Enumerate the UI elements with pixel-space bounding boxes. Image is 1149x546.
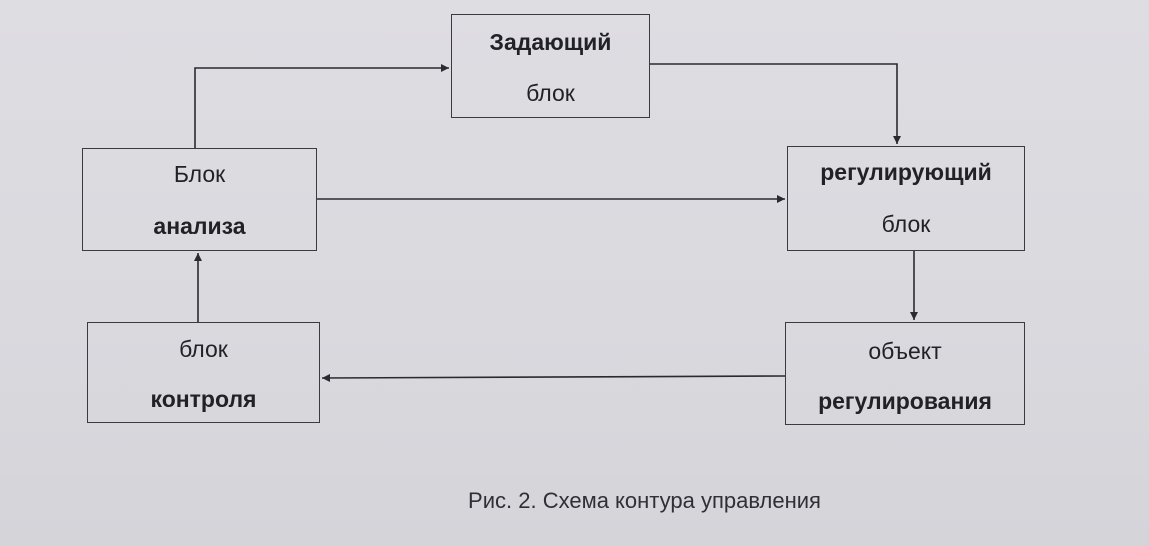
block-obekt-title: объект (868, 338, 942, 364)
block-kontrol-title: блок (179, 336, 228, 362)
block-zadayushchiy: Задающий блок (451, 14, 650, 118)
arrow-obekt-to-kontrol (321, 373, 786, 382)
block-reguliruyushchiy-title: регулирующий (820, 159, 992, 185)
block-analiz-title: Блок (173, 161, 226, 187)
figure-caption: Рис. 2. Схема контура управления (468, 488, 821, 513)
block-zadayushchiy-title: Задающий (489, 29, 612, 55)
arrow-zadayushchiy-to-reguliruyushchiy (650, 63, 901, 144)
block-reguliruyushchiy-subtitle: блок (881, 211, 931, 237)
arrow-analiz-to-zadayushchiy (194, 64, 449, 148)
block-obekt-subtitle: регулирования (818, 388, 992, 414)
block-analiz-subtitle: анализа (153, 213, 246, 239)
block-kontrol: блок контроля (87, 322, 320, 423)
block-analiz: Блок анализа (82, 148, 317, 251)
block-reguliruyushchiy: регулирующий блок (787, 146, 1025, 251)
block-kontrol-subtitle: контроля (150, 386, 257, 412)
block-obekt: объект регулирования (785, 322, 1025, 425)
block-zadayushchiy-subtitle: блок (526, 80, 575, 106)
